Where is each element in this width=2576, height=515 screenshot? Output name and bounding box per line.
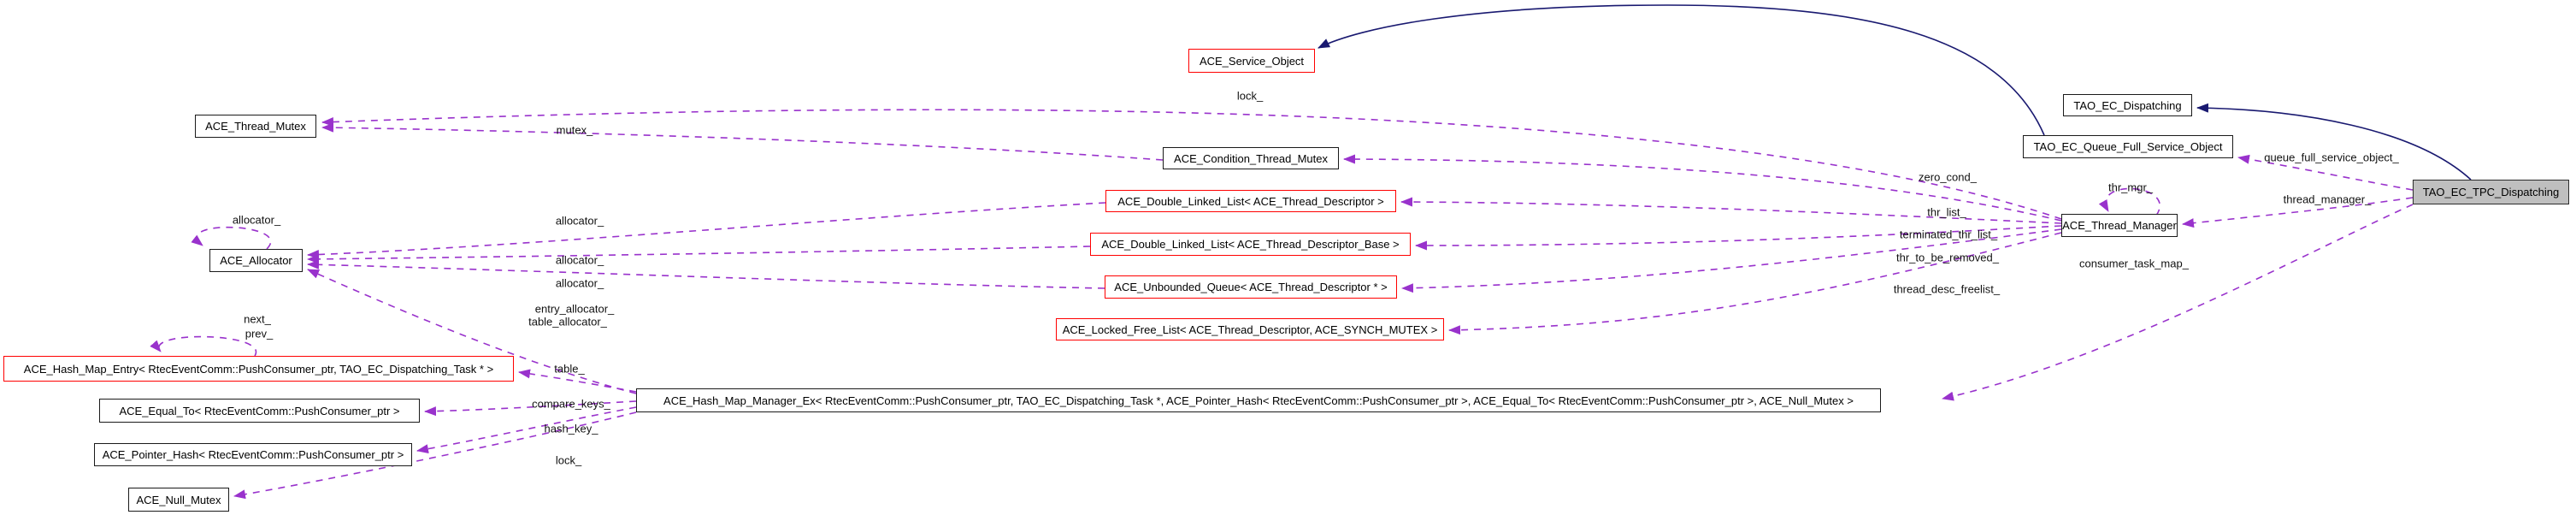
node-ace-null-mutex[interactable]: ACE_Null_Mutex: [128, 488, 229, 512]
edge-label-lock-bottom: lock_: [555, 453, 582, 467]
edge-allocator-self-loop: [191, 226, 272, 250]
edge-allocator-1: [307, 202, 1106, 259]
edge-compare-keys: [424, 400, 637, 417]
node-ace-service-object[interactable]: ACE_Service_Object: [1188, 49, 1315, 73]
edge-lock-bottom: [233, 411, 637, 500]
edge-label-entry-allocator: entry_allocator_: [534, 302, 615, 316]
edge-label-allocator-3: allocator_: [555, 276, 604, 290]
edge-queue-full-service-object: [2237, 154, 2414, 191]
node-ace-thread-manager[interactable]: ACE_Thread_Manager: [2061, 214, 2178, 237]
node-ace-equal-to[interactable]: ACE_Equal_To< RtecEventComm::PushConsume…: [99, 399, 420, 423]
edge-label-terminated-thr-list: terminated_thr_list_: [1899, 228, 1998, 241]
edge-label-thr-to-be-removed: thr_to_be_removed_: [1896, 251, 1999, 264]
edge-label-compare-keys: compare_keys_: [532, 397, 610, 411]
edge-table: [518, 369, 637, 393]
node-ace-thread-mutex[interactable]: ACE_Thread_Mutex: [195, 115, 316, 138]
edge-label-consumer-task-map: consumer_task_map_: [2079, 257, 2189, 270]
edge-mutex: [321, 122, 1164, 161]
edge-label-queue-full-service-object: queue_full_service_object_: [2264, 151, 2399, 164]
edge-terminated-thr-list: [1415, 225, 2062, 251]
node-tao-ec-dispatching[interactable]: TAO_EC_Dispatching: [2063, 94, 2192, 116]
edge-lock-top: [321, 109, 2062, 220]
edge-label-thread-manager: thread_manager_: [2283, 192, 2372, 206]
node-hash-map-manager[interactable]: ACE_Hash_Map_Manager_Ex< RtecEventComm::…: [636, 388, 1881, 412]
node-tao-ec-tpc-dispatching[interactable]: TAO_EC_TPC_Dispatching: [2413, 180, 2569, 204]
edge-consumer-task-map: [1942, 204, 2414, 401]
edge-label-hash-key: hash_key_: [544, 422, 598, 435]
node-dll-thread-descriptor-base[interactable]: ACE_Double_Linked_List< ACE_Thread_Descr…: [1090, 233, 1411, 256]
edge-label-zero-cond: zero_cond_: [1919, 170, 1977, 184]
edge-label-allocator-self: allocator_: [232, 213, 281, 227]
node-locked-free-list[interactable]: ACE_Locked_Free_List< ACE_Thread_Descrip…: [1056, 318, 1444, 340]
edge-label-allocator-2: allocator_: [555, 253, 604, 267]
edge-hash-key: [416, 406, 637, 454]
edge-label-thread-desc-freelist: thread_desc_freelist_: [1893, 282, 2001, 296]
edge-inherit-tpc-to-dispatching: [2196, 103, 2472, 181]
node-ace-pointer-hash[interactable]: ACE_Pointer_Hash< RtecEventComm::PushCon…: [94, 443, 412, 466]
edge-next-prev-self-loop: [150, 335, 257, 357]
edge-label-lock-top: lock_: [1236, 89, 1264, 103]
edge-label-table: table_: [554, 362, 585, 376]
node-tao-ec-queue-full-service-object[interactable]: TAO_EC_Queue_Full_Service_Object: [2023, 135, 2233, 158]
edge-label-prev: prev_: [245, 327, 274, 340]
edge-thread-manager: [2182, 197, 2414, 228]
edge-inherit-queue-full-to-service-object: [1317, 4, 2045, 136]
edge-allocator-3: [307, 259, 1105, 289]
node-unbounded-queue[interactable]: ACE_Unbounded_Queue< ACE_Thread_Descript…: [1105, 275, 1397, 299]
edge-label-thr-list: thr_list_: [1927, 205, 1966, 219]
edge-label-next: next_: [244, 312, 271, 326]
edge-label-table-allocator: table_allocator_: [528, 315, 607, 329]
edge-thr-mgr-self-loop: [2098, 187, 2160, 216]
node-ace-allocator[interactable]: ACE_Allocator: [209, 249, 303, 272]
edge-thr-list: [1400, 197, 2062, 224]
edge-thread-desc-freelist: [1448, 232, 2062, 335]
edge-label-mutex: mutex_: [556, 123, 593, 137]
edge-thr-to-be-removed: [1401, 228, 2062, 293]
node-ace-condition-thread-mutex[interactable]: ACE_Condition_Thread_Mutex: [1163, 147, 1339, 169]
node-dll-thread-descriptor[interactable]: ACE_Double_Linked_List< ACE_Thread_Descr…: [1105, 190, 1396, 212]
edge-label-thr-mgr: thr_mgr_: [2107, 181, 2154, 194]
edge-allocator-2: [307, 246, 1091, 264]
node-hash-map-entry[interactable]: ACE_Hash_Map_Entry< RtecEventComm::PushC…: [3, 356, 514, 382]
edge-entry-table-allocator: [307, 269, 637, 394]
edge-label-allocator-1: allocator_: [555, 214, 604, 228]
